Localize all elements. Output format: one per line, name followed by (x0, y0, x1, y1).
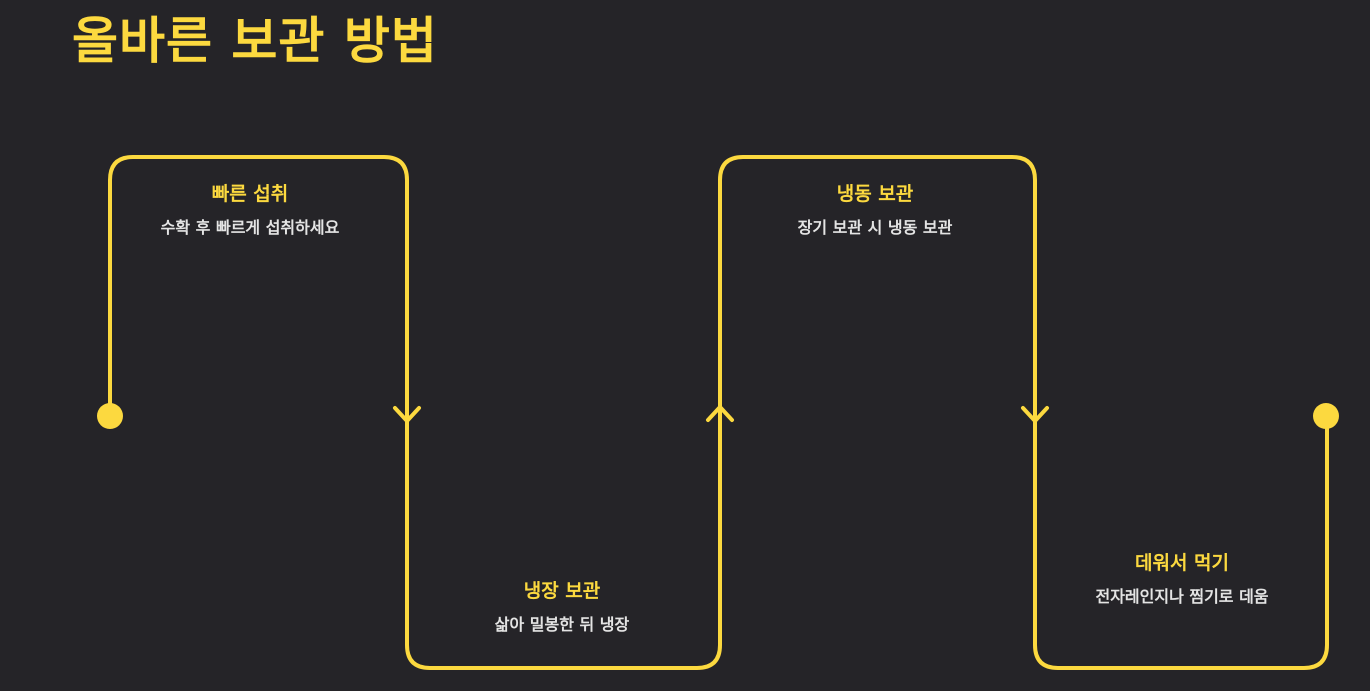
chevron-up-icon (706, 405, 734, 422)
step-description: 수확 후 빠르게 섭취하세요 (160, 218, 340, 237)
step-description: 장기 보관 시 냉동 보관 (797, 218, 953, 237)
chevron-down-icon (393, 406, 421, 423)
start-dot (97, 403, 123, 429)
step-refrigerate: 냉장 보관 삶아 밀봉한 뒤 냉장 (462, 577, 662, 637)
end-dot (1313, 403, 1339, 429)
page-title: 올바른 보관 방법 (72, 12, 438, 70)
step-title: 데워서 먹기 (1134, 552, 1229, 574)
step-description: 전자레인지나 찜기로 데움 (1095, 587, 1269, 606)
step-freeze: 냉동 보관 장기 보관 시 냉동 보관 (775, 180, 975, 240)
flow-path (108, 155, 1329, 670)
chevron-down-icon (1021, 406, 1049, 423)
step-reheat: 데워서 먹기 전자레인지나 찜기로 데움 (1082, 549, 1282, 609)
step-title: 빠른 섭취 (211, 183, 289, 205)
step-description: 삶아 밀봉한 뒤 냉장 (494, 615, 630, 634)
step-title: 냉장 보관 (523, 580, 601, 602)
step-quick-consume: 빠른 섭취 수확 후 빠르게 섭취하세요 (150, 180, 350, 240)
step-title: 냉동 보관 (836, 183, 914, 205)
